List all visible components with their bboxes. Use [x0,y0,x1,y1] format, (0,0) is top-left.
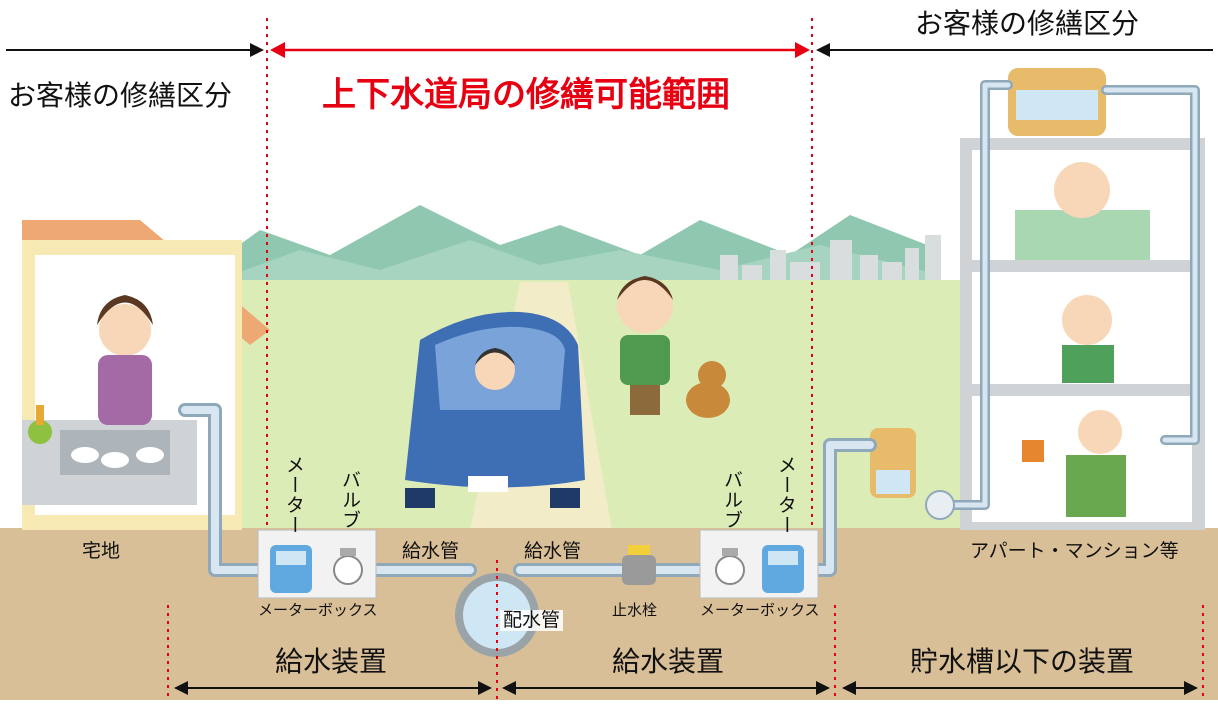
supply-device-left-label: 給水装置 [275,645,388,678]
main-pipe-label: 配水管 [500,610,564,631]
valve-right-icon [715,548,745,585]
supply-pipe-left-label: 給水管 [402,540,460,562]
water-meter-left-icon [270,545,312,593]
house [22,220,270,530]
customer-repair-label-right: お客様の修繕区分 [915,7,1140,40]
supply-pipe-right-label: 給水管 [524,540,582,562]
supply-device-center-label: 給水装置 [612,645,725,678]
valve-right-label: バルブ [721,470,743,530]
meter-box-right-label: メーターボックス [700,601,820,619]
valve-left-label: バルブ [339,470,361,530]
apartment-label: アパート・マンション等 [970,540,1179,562]
main-pipe-icon [455,573,539,657]
ground [0,528,1218,700]
stop-valve-label: 止水栓 [612,601,658,619]
apartment [870,68,1205,530]
stop-valve-icon [622,545,656,585]
water-meter-right-icon [762,545,804,593]
pump-icon [925,490,955,520]
valve-left-icon [333,548,363,585]
meter-right-label: メーター [775,455,797,535]
page-title: 上下水道局の修繕可能範囲 [322,75,730,115]
storage-tank-device-label: 貯水槽以下の装置 [910,645,1135,678]
bottom-arrows [174,681,1198,695]
car [405,311,585,508]
top-arrows [6,42,1213,58]
meter-box-left-label: メーターボックス [258,601,378,619]
meter-left-label: メーター [283,455,305,535]
customer-repair-label-left: お客様の修繕区分 [8,79,233,112]
boy-with-dog [617,276,730,418]
house-label: 宅地 [82,540,121,562]
